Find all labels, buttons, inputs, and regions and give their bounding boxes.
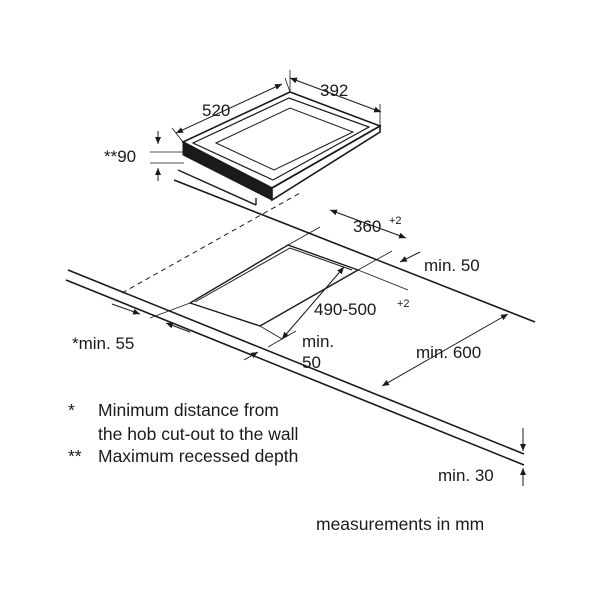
note-text: the hob cut-out to the wall [98, 424, 299, 444]
note-mark: * [68, 400, 75, 420]
cutout-width-tolerance: +2 [389, 215, 402, 227]
units-caption: measurements in mm [316, 514, 485, 534]
hob-side-face [182, 141, 273, 201]
cutout: 360 +2 490-500 +2 min. 50 [121, 192, 410, 372]
note-mark: ** [68, 446, 82, 466]
thickness-min-label: min. 30 [438, 466, 494, 485]
note-text: Maximum recessed depth [98, 446, 299, 466]
depth-min-label: min. 600 [416, 343, 481, 362]
front-min-label: min. [302, 332, 334, 351]
note-wall-distance: * Minimum distance from the hob cut-out t… [68, 398, 298, 446]
cutout-depth-tolerance: +2 [397, 298, 410, 310]
hob-width-label: 392 [320, 81, 348, 100]
front-min-value: 50 [302, 353, 321, 372]
cutout-depth-label: 490-500 [314, 300, 376, 319]
cutout-width-label: 360 [353, 217, 381, 236]
hob-dimensions: 520 392 **90 [104, 70, 382, 181]
worktop-dimensions: min. 50 *min. 55 min. 600 min. 30 [72, 251, 526, 486]
recessed-depth-label: **90 [104, 147, 136, 166]
hob-depth-label: 520 [202, 101, 230, 120]
worktop [65, 179, 536, 466]
wall-min-label: *min. 55 [72, 334, 134, 353]
note-recessed-depth: ** Maximum recessed depth [68, 444, 298, 468]
note-text: Minimum distance from [98, 400, 279, 420]
back-min-label: min. 50 [424, 256, 480, 275]
